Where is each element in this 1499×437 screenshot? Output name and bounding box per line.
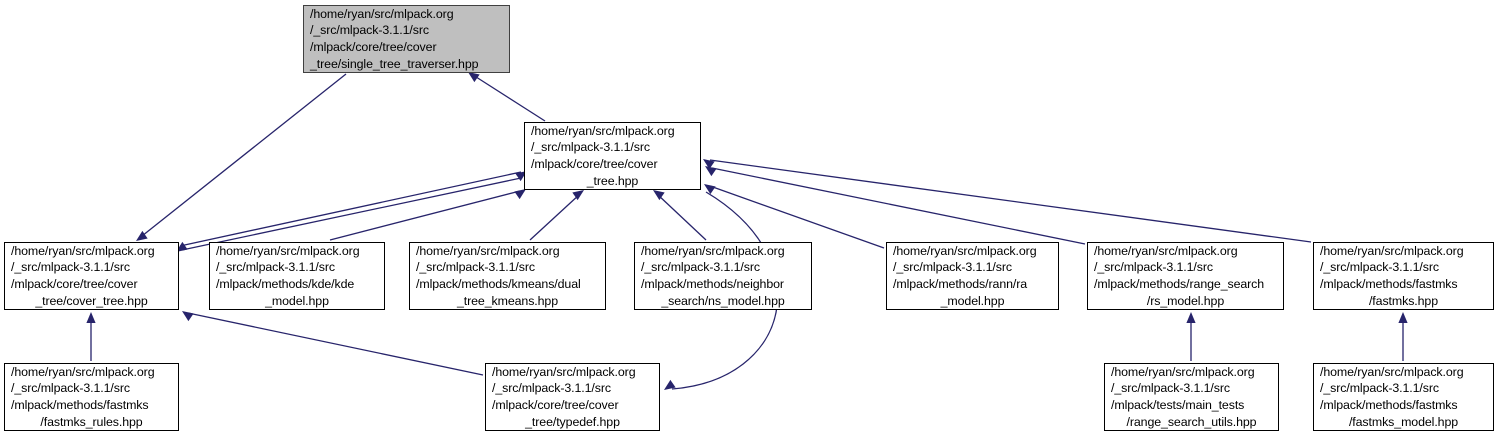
- node-label-line: /mlpack/methods/range_search: [1094, 277, 1265, 291]
- graph-node-range_search_utils[interactable]: /home/ryan/src/mlpack.org /_src/mlpack-3.…: [1104, 363, 1279, 431]
- node-label-line: /mlpack/methods/kmeans/dual: [416, 277, 581, 291]
- graph-node-fastmks_model[interactable]: /home/ryan/src/mlpack.org /_src/mlpack-3.…: [1313, 363, 1494, 431]
- node-label-line: /_src/mlpack-3.1.1/src: [1320, 260, 1439, 275]
- graph-node-kde_model[interactable]: /home/ryan/src/mlpack.org /_src/mlpack-3.…: [209, 242, 385, 310]
- graph-edge-cover_tree_hpp-to-cover_tree_cover_tree: [176, 177, 522, 252]
- node-label-line: /home/ryan/src/mlpack.org: [1320, 364, 1464, 379]
- node-label-line: /mlpack/core/tree/cover: [11, 277, 138, 291]
- graph-edge-ns_model-to-cover_tree_hpp: [653, 190, 707, 241]
- node-label-line: _search/ns_model.hpp: [661, 293, 785, 308]
- node-label-line: _model.hpp: [265, 293, 329, 308]
- graph-node-typedef[interactable]: /home/ryan/src/mlpack.org /_src/mlpack-3.…: [485, 363, 660, 431]
- graph-edge-rs_model-to-cover_tree_hpp: [705, 166, 1086, 245]
- node-label-line: _tree_kmeans.hpp: [456, 293, 559, 308]
- graph-node-ra_model[interactable]: /home/ryan/src/mlpack.org /_src/mlpack-3.…: [886, 242, 1059, 310]
- node-label-line: /mlpack/core/tree/cover: [492, 398, 619, 412]
- node-label-line: /_src/mlpack-3.1.1/src: [416, 260, 535, 275]
- graph-edge-kde_model-to-cover_tree_hpp: [329, 189, 526, 241]
- node-label-line: /home/ryan/src/mlpack.org: [531, 123, 675, 138]
- node-label-line: /home/ryan/src/mlpack.org: [492, 364, 636, 379]
- node-label-line: /_src/mlpack-3.1.1/src: [531, 140, 650, 155]
- node-label-line: /home/ryan/src/mlpack.org: [310, 6, 454, 21]
- node-label-line: /home/ryan/src/mlpack.org: [893, 243, 1037, 258]
- node-label-line: /home/ryan/src/mlpack.org: [1094, 243, 1238, 258]
- graph-edge-typedef-to-cover_tree_cover_tree: [182, 311, 484, 376]
- graph-node-fastmks[interactable]: /home/ryan/src/mlpack.org /_src/mlpack-3.…: [1313, 242, 1494, 310]
- node-label-line: /_src/mlpack-3.1.1/src: [1111, 381, 1230, 396]
- node-label-line: /_src/mlpack-3.1.1/src: [641, 260, 760, 275]
- node-label-line: /fastmks_rules.hpp: [40, 414, 143, 429]
- node-label-line: /_src/mlpack-3.1.1/src: [1094, 260, 1213, 275]
- node-label-line: /_src/mlpack-3.1.1/src: [11, 381, 130, 396]
- node-label-line: /home/ryan/src/mlpack.org: [216, 243, 360, 258]
- node-label-line: /home/ryan/src/mlpack.org: [11, 243, 155, 258]
- node-label-line: /_src/mlpack-3.1.1/src: [1320, 381, 1439, 396]
- node-label-line: _tree/cover_tree.hpp: [35, 293, 148, 308]
- graph-node-ns_model[interactable]: /home/ryan/src/mlpack.org /_src/mlpack-3.…: [634, 242, 812, 310]
- graph-edge-single_tree_traverser-to-cover_tree_cover_tree: [136, 73, 347, 241]
- node-label-line: /_src/mlpack-3.1.1/src: [893, 260, 1012, 275]
- graph-node-rs_model[interactable]: /home/ryan/src/mlpack.org /_src/mlpack-3.…: [1087, 242, 1284, 310]
- node-label-line: /home/ryan/src/mlpack.org: [1111, 364, 1255, 379]
- node-label-line: /mlpack/core/tree/cover: [531, 157, 658, 171]
- node-label-line: /fastmks_model.hpp: [1348, 414, 1459, 429]
- node-label-line: /home/ryan/src/mlpack.org: [641, 243, 785, 258]
- node-label-line: /mlpack/methods/rann/ra: [893, 277, 1028, 291]
- graph-edge-fastmks-to-cover_tree_hpp: [703, 159, 1312, 243]
- node-label-line: /mlpack/core/tree/cover: [310, 40, 437, 54]
- graph-node-dual_tree_kmeans[interactable]: /home/ryan/src/mlpack.org /_src/mlpack-3.…: [409, 242, 606, 310]
- node-label-line: /_src/mlpack-3.1.1/src: [11, 260, 130, 275]
- node-label-line: /mlpack/methods/fastmks: [1320, 277, 1458, 291]
- node-label-line: /_src/mlpack-3.1.1/src: [310, 23, 429, 38]
- graph-edge-range_search_utils-to-rs_model: [1186, 312, 1196, 361]
- node-label-line: _tree/typedef.hpp: [525, 414, 620, 429]
- node-label-line: /home/ryan/src/mlpack.org: [416, 243, 560, 258]
- node-label-line: /home/ryan/src/mlpack.org: [1320, 243, 1464, 258]
- node-label-line: /mlpack/methods/fastmks: [1320, 398, 1458, 412]
- node-label-line: /_src/mlpack-3.1.1/src: [216, 260, 335, 275]
- node-label-line: /home/ryan/src/mlpack.org: [11, 364, 155, 379]
- graph-edge-dual_tree_kmeans-to-cover_tree_hpp: [529, 190, 584, 241]
- graph-edge-fastmks_model-to-fastmks: [1398, 312, 1408, 361]
- node-label-line: /_src/mlpack-3.1.1/src: [492, 381, 611, 396]
- graph-node-cover_tree_hpp[interactable]: /home/ryan/src/mlpack.org /_src/mlpack-3.…: [524, 122, 701, 190]
- node-label-line: _tree.hpp: [586, 173, 639, 188]
- node-label-line: /range_search_utils.hpp: [1126, 414, 1257, 429]
- node-label-line: /mlpack/methods/neighbor: [641, 277, 784, 291]
- graph-node-cover_tree_cover_tree[interactable]: /home/ryan/src/mlpack.org /_src/mlpack-3.…: [4, 242, 179, 310]
- graph-edge-ra_model-to-cover_tree_hpp: [704, 184, 885, 249]
- node-label-line: _model.hpp: [940, 293, 1005, 308]
- node-label-line: /fastmks.hpp: [1368, 293, 1439, 308]
- graph-node-single_tree_traverser[interactable]: /home/ryan/src/mlpack.org /_src/mlpack-3.…: [303, 5, 510, 73]
- graph-edge-cover_tree_hpp-to-single_tree_traverser: [468, 72, 546, 122]
- node-label-line: /mlpack/methods/fastmks: [11, 398, 149, 412]
- graph-edge-cover_tree_cover_tree-to-cover_tree_hpp: [179, 171, 527, 247]
- node-label-line: /mlpack/tests/main_tests: [1111, 398, 1245, 412]
- node-label-line: /mlpack/methods/kde/kde: [216, 277, 355, 291]
- node-label-line: /rs_model.hpp: [1146, 293, 1225, 308]
- node-label-line: _tree/single_tree_traverser.hpp: [310, 56, 479, 71]
- graph-edge-fastmks_rules-to-cover_tree_cover_tree: [86, 312, 96, 361]
- graph-node-fastmks_rules[interactable]: /home/ryan/src/mlpack.org /_src/mlpack-3.…: [4, 363, 179, 431]
